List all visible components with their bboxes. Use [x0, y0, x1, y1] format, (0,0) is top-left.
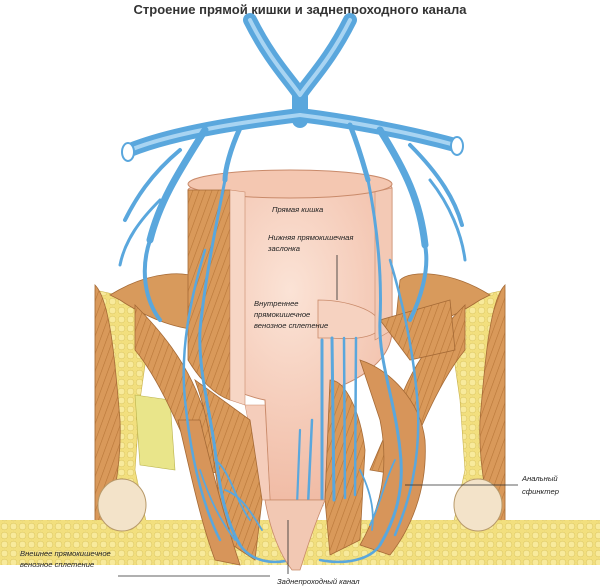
label-internal-3: венозное сплетение: [254, 321, 328, 330]
label-sphincter-1: Анальный: [521, 474, 558, 483]
label-external-2: венозное сплетение: [20, 560, 94, 569]
diagram-title: Строение прямой кишки и заднепроходного …: [133, 2, 467, 17]
label-rectum: Прямая кишка: [272, 205, 323, 214]
label-external-1: Внешнее прямокишечное: [20, 549, 111, 558]
label-internal-1: Внутреннее: [254, 299, 299, 308]
label-valve-1: Нижняя прямокишечная: [268, 233, 353, 242]
anal-canal-opening: [264, 499, 326, 571]
label-valve-2: заслонка: [267, 244, 300, 253]
pelvic-tissue: [0, 284, 600, 565]
label-sphincter-2: сфинктер: [522, 487, 559, 496]
labels: Прямая кишка Нижняя прямокишечная заслон…: [20, 205, 559, 586]
label-anal-canal: Заднепроходный канал: [277, 577, 360, 586]
leader-lines: [118, 255, 518, 577]
veins: [118, 13, 467, 564]
internal-plexus-streaks: [295, 336, 358, 507]
label-internal-2: прямокишечное: [254, 310, 310, 319]
